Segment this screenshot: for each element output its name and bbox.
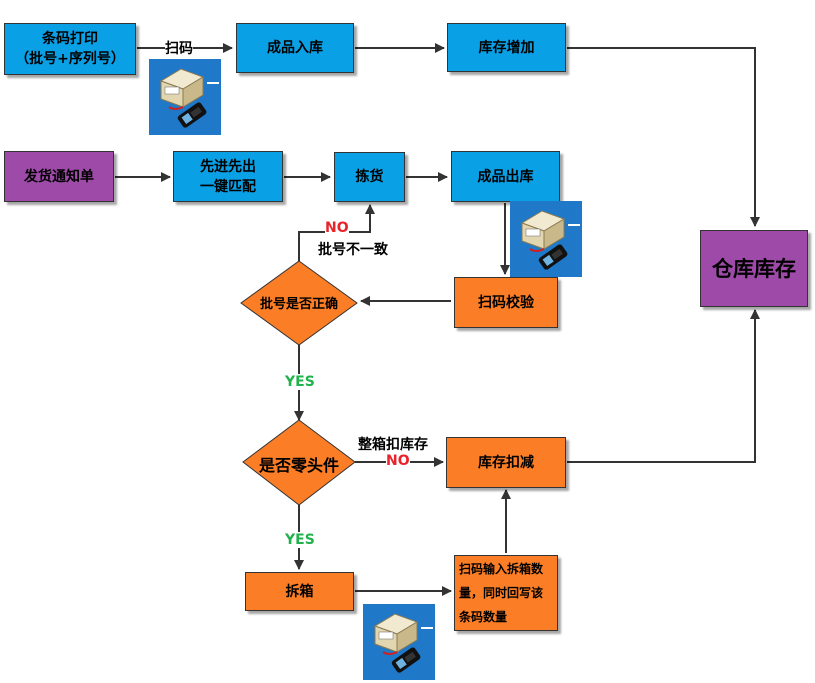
picking-box: 拣货 [334,152,405,202]
stock-increase-label: 库存增加 [478,39,535,56]
whole-box-label: 整箱扣库存 [358,437,428,453]
scan-input-line2: 量，同时回写该 [459,586,544,600]
warehouse-box: 仓库库存 [700,230,808,307]
stock-deduct-label: 库存扣减 [478,454,534,471]
scan-verify-box: 扫码校验 [454,277,558,328]
barcode-scanner-icon [510,201,582,277]
scan-verify-label: 扫码校验 [478,294,534,311]
batch-mismatch-label: 批号不一致 [318,242,388,258]
decision-batch-diamond [240,260,358,346]
picking-label: 拣货 [355,169,384,185]
fifo-line1: 先进先出 [200,158,256,175]
edge-increase-to-warehouse [567,47,760,227]
decision-loose-diamond [242,419,356,506]
barcode-scanner-icon [149,59,221,135]
barcode-print-line1: 条码打印 [42,31,98,47]
batch-yes-label: YES [285,374,315,390]
batch-correct-label: 批号是否正确 [259,297,338,312]
stock-deduct-box: 库存扣减 [446,437,566,488]
unbox-box: 拆箱 [245,572,354,611]
finished-in-label: 成品入库 [267,40,323,56]
scan-input-line1: 扫码输入拆箱数 [459,562,544,576]
unbox-label: 拆箱 [285,583,314,600]
finished-out-label: 成品出库 [477,168,534,185]
loose-yes-label: YES [285,532,315,548]
barcode-print-line2: （批号+序列号） [15,51,125,67]
scan-input-line3: 条码数量 [459,610,508,624]
loose-no-label: NO [386,453,410,469]
scan-edge-label: 扫码 [165,38,193,58]
barcode-print-box: 条码打印 （批号+序列号） [4,23,136,75]
finished-in-box: 成品入库 [236,23,354,73]
edge-deduct-to-warehouse [567,309,760,463]
fifo-box: 先进先出 一键匹配 [173,151,283,202]
is-loose-label: 是否零头件 [258,456,339,475]
scan-input-box: 扫码输入拆箱数 量，同时回写该 条码数量 [454,555,558,631]
finished-out-box: 成品出库 [451,151,560,202]
warehouse-label: 仓库库存 [712,256,796,281]
ship-notice-label: 发货通知单 [24,168,94,185]
barcode-scanner-icon [363,604,435,680]
fifo-line2: 一键匹配 [200,178,256,195]
stock-increase-box: 库存增加 [447,23,566,72]
ship-notice-box: 发货通知单 [4,151,114,202]
batch-no-label: NO [325,220,349,236]
